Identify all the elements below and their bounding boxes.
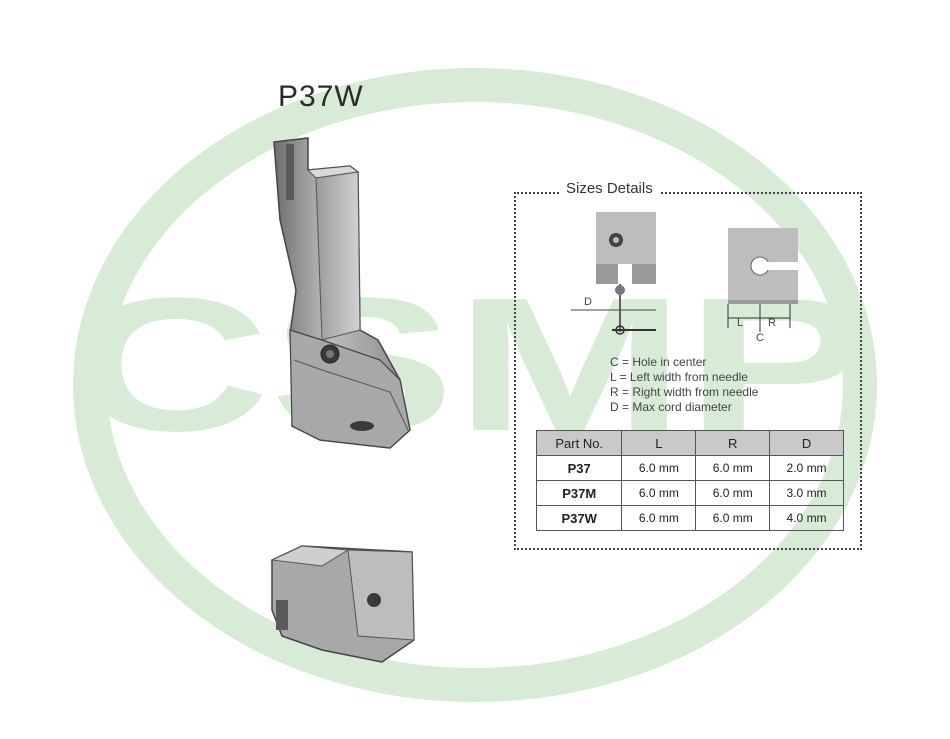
diagram-label-r: R	[768, 317, 776, 329]
legend-item: R = Right width from needle	[610, 385, 759, 399]
top-view-diagram	[727, 228, 798, 332]
table-cell: 6.0 mm	[621, 455, 697, 481]
table-cell: 6.0 mm	[695, 505, 771, 531]
sizes-table: Part No. L R D P37 6.0 mm 6.0 mm 2.0 mm …	[535, 430, 844, 531]
table-cell: 6.0 mm	[621, 480, 697, 506]
column-header-part-no: Part No.	[535, 430, 623, 456]
table-row: P37W 6.0 mm 6.0 mm 4.0 mm	[535, 505, 844, 531]
legend-item: D = Max cord diameter	[610, 400, 732, 414]
table-cell: 6.0 mm	[695, 480, 771, 506]
legend-list: C = Hole in center L = Left width from n…	[610, 355, 758, 415]
part-number-cell: P37	[535, 455, 623, 481]
sizes-details-panel	[514, 192, 862, 550]
table-header-row: Part No. L R D	[535, 430, 844, 456]
legend-item: C = Hole in center	[610, 355, 707, 369]
side-view-diagram	[571, 212, 656, 335]
diagram-label-c: C	[756, 332, 764, 344]
column-header-d: D	[769, 430, 844, 456]
diagram-label-d: D	[584, 296, 592, 308]
product-title: P37W	[278, 80, 364, 113]
table-row: P37M 6.0 mm 6.0 mm 3.0 mm	[535, 480, 844, 506]
table-row: P37 6.0 mm 6.0 mm 2.0 mm	[535, 455, 844, 481]
presser-foot-image	[273, 137, 411, 449]
column-header-r: R	[695, 430, 771, 456]
table-cell: 4.0 mm	[769, 505, 844, 531]
column-header-l: L	[621, 430, 697, 456]
table-cell: 6.0 mm	[621, 505, 697, 531]
sizes-details-title: Sizes Details	[560, 180, 659, 197]
table-cell: 2.0 mm	[769, 455, 844, 481]
table-cell: 3.0 mm	[769, 480, 844, 506]
legend-item: L = Left width from needle	[610, 370, 748, 384]
part-number-cell: P37W	[535, 505, 623, 531]
part-number-cell: P37M	[535, 480, 623, 506]
presser-foot-base-image	[270, 545, 415, 663]
table-cell: 6.0 mm	[695, 455, 771, 481]
diagram-label-l: L	[737, 317, 744, 329]
